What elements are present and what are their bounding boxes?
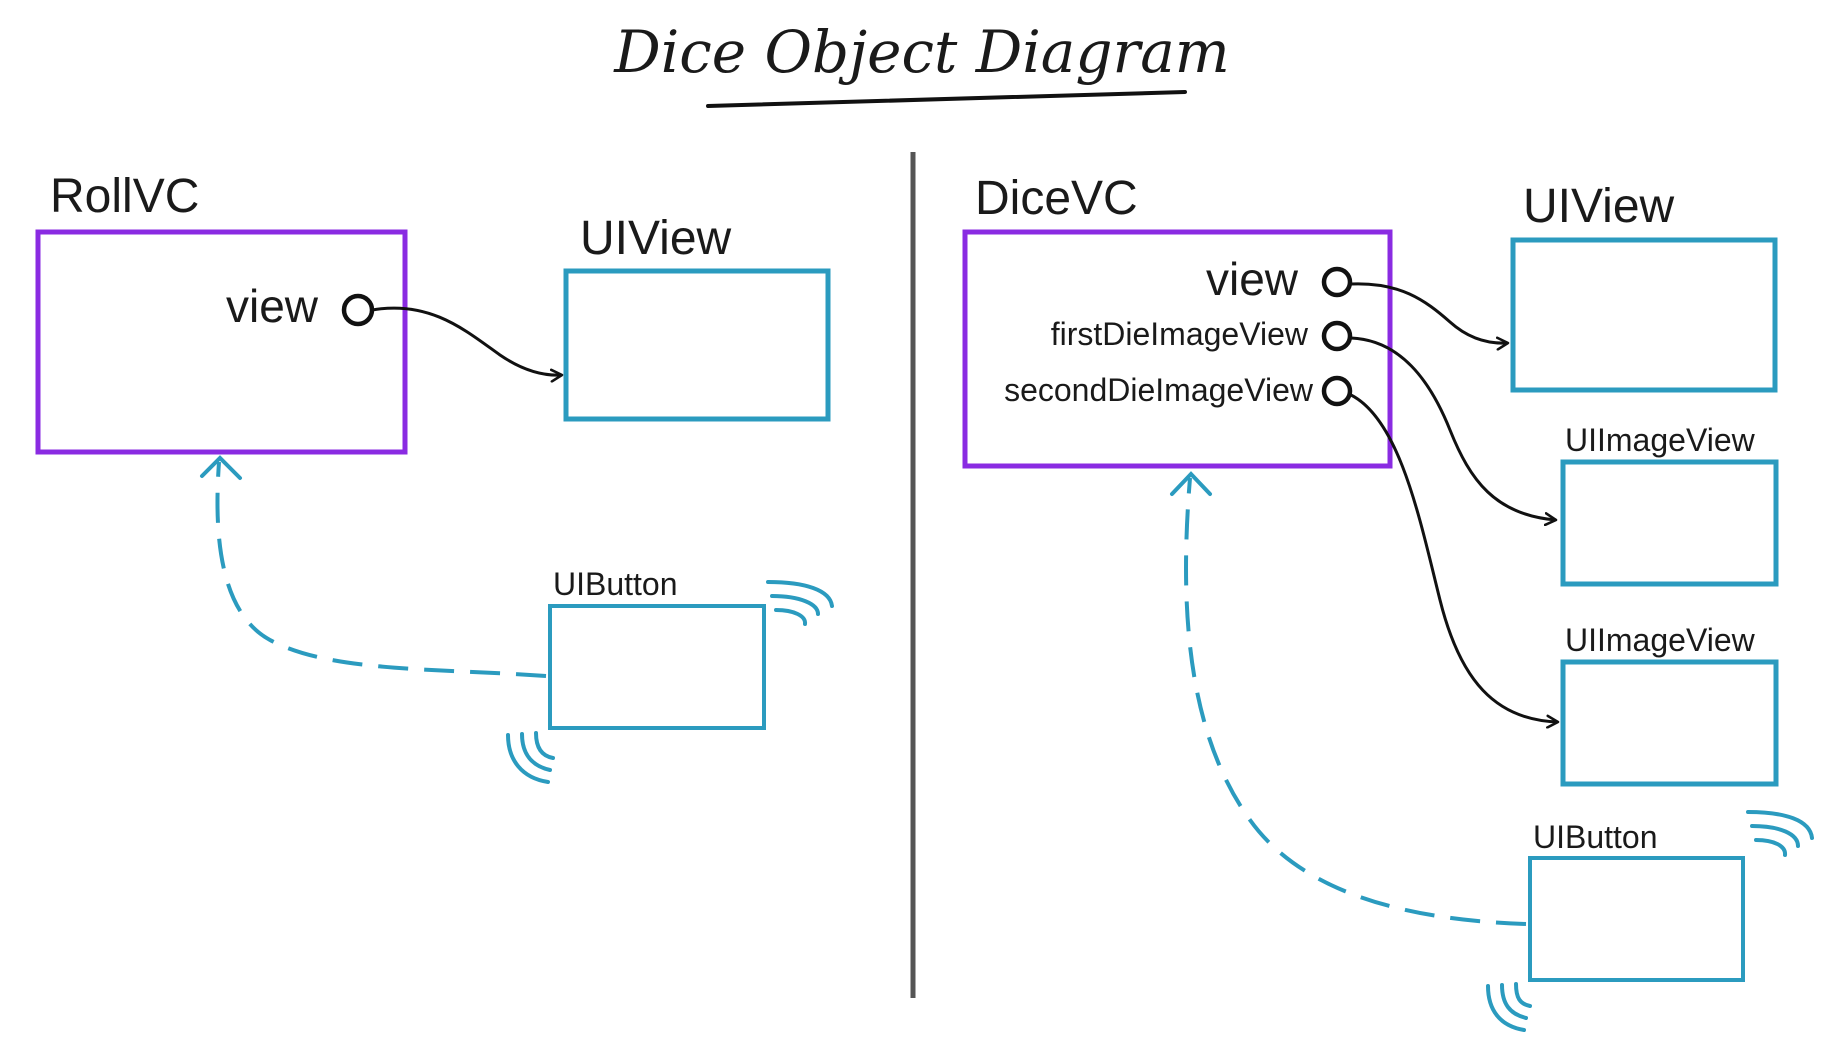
rollvc-outlet-view-dot (341, 293, 375, 327)
dicevc-outlet-seconddie-dot (1321, 375, 1353, 407)
right-uiview-box (1510, 237, 1778, 393)
right-uibutton-box (1528, 856, 1745, 982)
right-uibutton-label: UIButton (1533, 819, 1658, 855)
right-target-action-arrow (1184, 477, 1527, 926)
rollvc-view-outlet-arrow (371, 306, 562, 375)
dicevc-firstdie-outlet-arrow (1350, 336, 1556, 520)
title-underline (706, 90, 1187, 108)
right-uiview-label: UIView (1523, 180, 1675, 233)
right-uiimageview-1-label: UIImageView (1565, 422, 1756, 458)
dicevc-outlet-firstdie-label: firstDieImageView (1051, 316, 1309, 352)
rollvc-outlet-view-label: view (226, 280, 319, 332)
left-uiview-label: UIView (580, 212, 732, 265)
dicevc-label: DiceVC (975, 172, 1138, 225)
diagram-title: Dice Object Diagram (613, 18, 1230, 86)
left-uibutton-label: UIButton (553, 566, 678, 602)
right-uibutton-vibration-bottom (1486, 982, 1532, 1032)
left-uiview-box (563, 268, 831, 422)
dicevc-outlet-seconddie-label: secondDieImageView (1004, 372, 1314, 408)
right-uiimageview-2-box (1560, 659, 1779, 787)
dicevc-view-outlet-arrow (1350, 282, 1508, 343)
dicevc-outlet-view-dot (1321, 266, 1353, 298)
left-target-action-arrowhead (200, 455, 242, 480)
right-target-action-arrowhead (1170, 471, 1212, 496)
rollvc-box (35, 229, 408, 455)
dicevc-outlet-firstdie-dot (1321, 320, 1353, 352)
right-uiimageview-2-label: UIImageView (1565, 622, 1756, 658)
right-uiimageview-1-box (1560, 459, 1779, 587)
dicevc-outlet-view-label: view (1206, 253, 1299, 305)
rollvc-label: RollVC (50, 170, 199, 223)
left-uibutton-vibration-bottom (506, 731, 555, 784)
left-target-action-arrow (215, 461, 547, 678)
left-uibutton-vibration-top (766, 580, 834, 626)
dicevc-seconddie-outlet-arrow (1350, 393, 1558, 722)
right-uibutton-vibration-top (1746, 810, 1814, 857)
left-uibutton-box (548, 604, 766, 730)
